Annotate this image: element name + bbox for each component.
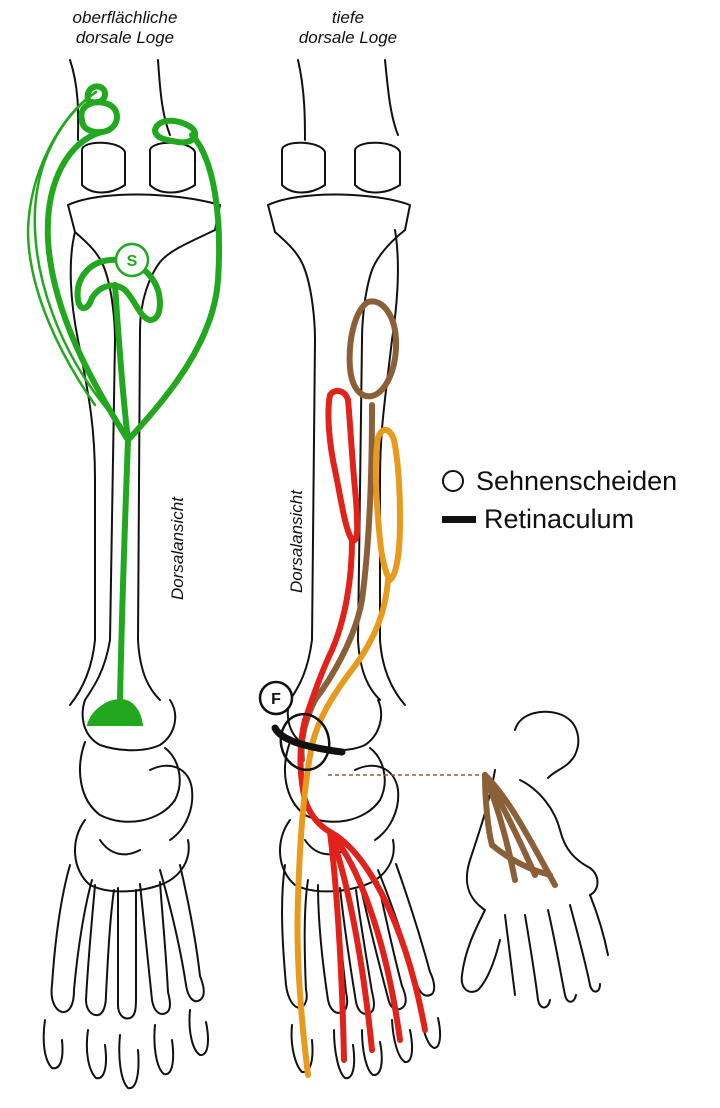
left-side-label: Dorsalansicht — [168, 497, 188, 600]
left-calcaneus — [150, 766, 192, 840]
left-phalanges — [44, 1010, 208, 1088]
legend: Sehnenscheiden Retinaculum — [442, 462, 677, 538]
side-foot-talus — [515, 712, 578, 778]
left-metatarsal-2 — [86, 885, 114, 1015]
gastrocnemius-lateral-origin — [155, 121, 195, 143]
flexor-digitorum-belly — [328, 391, 357, 541]
retinaculum-bar-icon — [442, 516, 476, 523]
legend-row-retinaculum: Retinaculum — [442, 500, 677, 538]
left-femur-condyles — [82, 143, 195, 193]
achilles-tendon — [120, 440, 128, 700]
flexor-hallucis-belly — [376, 430, 400, 580]
right-fibula — [380, 230, 405, 705]
badge-f: F — [260, 682, 292, 714]
left-metatarsal-4 — [140, 882, 170, 1014]
superficial-muscles — [48, 86, 219, 700]
left-talus — [80, 742, 180, 822]
legend-retinaculum-label: Retinaculum — [484, 504, 634, 535]
tibialis-posterior-belly — [350, 301, 396, 396]
achilles-insertion — [88, 700, 142, 725]
gastrocnemius-lateral-head — [128, 135, 219, 440]
side-foot-tendons — [485, 775, 555, 885]
gastrocnemius-small-loop — [88, 86, 106, 102]
sheath-circle-icon — [442, 470, 464, 492]
left-leg-bones — [44, 60, 220, 1088]
retinaculum — [275, 728, 342, 752]
side-foot-metatarsals — [505, 895, 608, 1008]
legend-row-sheaths: Sehnenscheiden — [442, 462, 677, 500]
right-side-label: Dorsalansicht — [287, 490, 307, 593]
legend-sheaths-label: Sehnenscheiden — [476, 466, 677, 497]
gastrocnemius-medial-origin — [81, 102, 117, 132]
badge-s: S — [116, 244, 148, 276]
left-metatarsal-3 — [118, 888, 136, 1018]
right-femur-condyles — [282, 143, 400, 193]
badge-s-label: S — [127, 253, 138, 270]
badge-f-label: F — [271, 691, 281, 708]
right-femur — [298, 60, 398, 140]
side-foot-bones — [462, 712, 608, 1008]
